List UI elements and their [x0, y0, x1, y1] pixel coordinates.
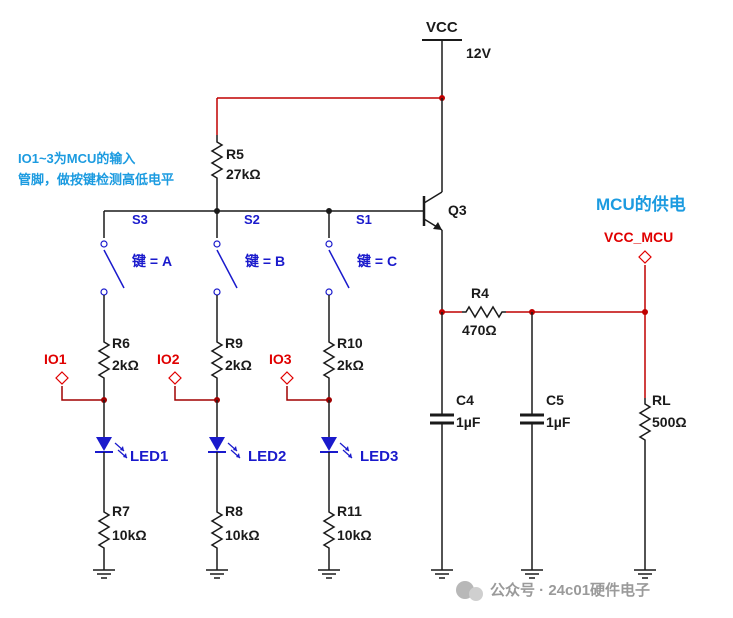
io2-label: IO2 [157, 351, 180, 367]
r7-value: 10kΩ [112, 527, 147, 543]
r11-ref: R11 [337, 503, 362, 519]
r8-ref: R8 [225, 503, 243, 519]
ground-icon [205, 569, 229, 579]
watermark-text: 公众号 · 24c01硬件电子 [490, 581, 650, 599]
led2-label: LED2 [248, 448, 286, 465]
s2-key-label: 键 = B [244, 253, 285, 269]
c4-value: 1µF [456, 414, 481, 430]
base-bus [104, 208, 424, 214]
rl-ref: RL [652, 392, 671, 408]
note-text: IO1~3为MCU的输入 管脚，做按键检测高低电平 [18, 151, 174, 187]
io2-port-icon [168, 371, 182, 385]
ground-icon [520, 569, 544, 579]
resistor-r5: R5 27kΩ [210, 135, 261, 211]
led3-label: LED3 [360, 448, 398, 465]
led3-icon [321, 437, 337, 451]
led1-icon [96, 437, 112, 451]
s3-ref: S3 [132, 212, 148, 227]
c4-ref: C4 [456, 392, 474, 408]
mcu-power-title: MCU的供电 [596, 194, 686, 214]
ground-icon [317, 569, 341, 579]
note-line-1: IO1~3为MCU的输入 [18, 151, 135, 166]
r5-ref: R5 [226, 146, 244, 162]
rl-value: 500Ω [652, 414, 687, 430]
s1-key-label: 键 = C [356, 253, 397, 269]
s3-key-label: 键 = A [131, 253, 172, 269]
q3-ref: Q3 [448, 202, 467, 218]
ground-icon [92, 569, 116, 579]
vcc-supply: VCC 12V [422, 19, 492, 98]
s2-ref: S2 [244, 212, 260, 227]
switch-s3[interactable]: S3 键 = A [100, 212, 172, 296]
r9-ref: R9 [225, 335, 243, 351]
led2-icon [209, 437, 225, 451]
vcc-voltage: 12V [466, 45, 492, 61]
r9-value: 2kΩ [225, 357, 252, 373]
branch-s3: S3 键 = A R6 2kΩ IO1 LED1 R7 10kΩ [44, 211, 172, 579]
led1-label: LED1 [130, 448, 168, 465]
c5-value: 1µF [546, 414, 571, 430]
s1-ref: S1 [356, 212, 372, 227]
vcc-mcu-port-icon [638, 250, 652, 264]
branch-s1: S1 键 = C R10 2kΩ IO3 LED3 R11 10kΩ [269, 211, 398, 579]
r5-value: 27kΩ [226, 166, 261, 182]
r7-ref: R7 [112, 503, 130, 519]
r4-value: 470Ω [462, 322, 497, 338]
r11-value: 10kΩ [337, 527, 372, 543]
branch-s2: S2 键 = B R9 2kΩ IO2 LED2 R8 10kΩ [157, 211, 286, 579]
r4-ref: R4 [471, 285, 489, 301]
r8-value: 10kΩ [225, 527, 260, 543]
vcc-mcu-label: VCC_MCU [604, 229, 673, 245]
io3-label: IO3 [269, 351, 292, 367]
switch-s2[interactable]: S2 键 = B [213, 212, 285, 296]
watermark: 公众号 · 24c01硬件电子 [456, 581, 650, 601]
r10-value: 2kΩ [337, 357, 364, 373]
io1-label: IO1 [44, 351, 67, 367]
r10-ref: R10 [337, 335, 363, 351]
transistor-q3: Q3 [422, 98, 467, 312]
io1-port-icon [55, 371, 69, 385]
ground-icon [633, 569, 657, 579]
note-line-2: 管脚，做按键检测高低电平 [18, 172, 174, 187]
io3-port-icon [280, 371, 294, 385]
r6-ref: R6 [112, 335, 130, 351]
r6-value: 2kΩ [112, 357, 139, 373]
vcc-label: VCC [426, 19, 458, 36]
output-section: R4 470Ω C4 1µF C5 1µF RL 500Ω VCC_MCU MC… [430, 194, 687, 579]
c5-ref: C5 [546, 392, 564, 408]
supply-wire [216, 97, 442, 135]
switch-s1[interactable]: S1 键 = C [325, 212, 397, 296]
ground-icon [430, 569, 454, 579]
